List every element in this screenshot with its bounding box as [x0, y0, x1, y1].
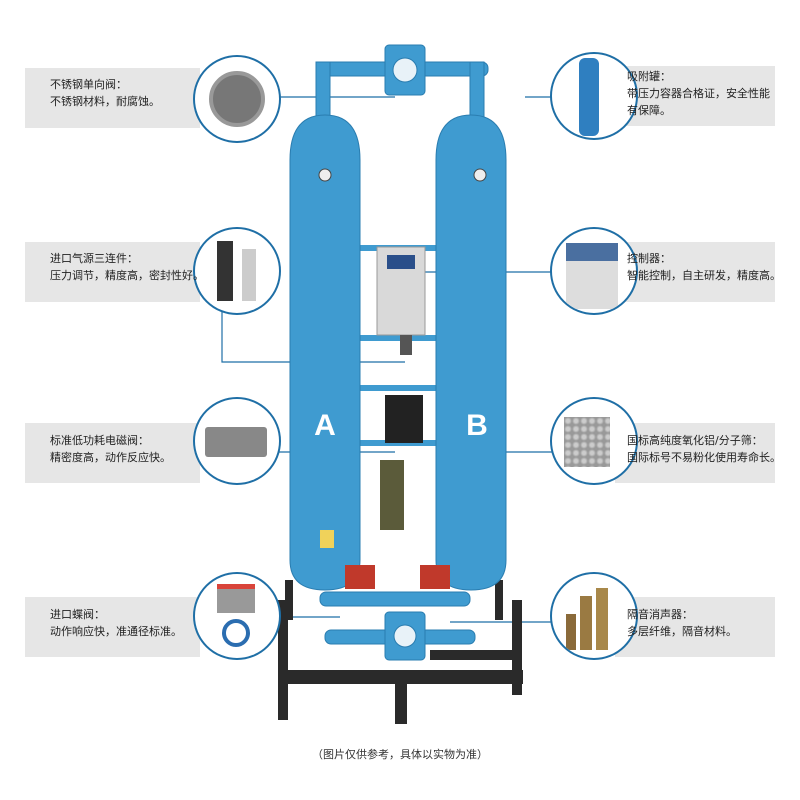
feature-desc: 精密度高，动作反应快。: [50, 451, 171, 464]
feature-band: [25, 597, 200, 657]
feature-title: 吸附罐：: [627, 70, 671, 83]
solenoid-valve-icon: [205, 427, 267, 457]
filter-regulator-thumbnail: [193, 227, 281, 315]
top-pipe: [315, 44, 489, 123]
tank-b: [435, 114, 507, 591]
connector-lines: [221, 96, 590, 623]
feature-muffler: 隔音消声器： 多层纤维，隔音材料。: [627, 606, 772, 640]
controller-thumbnail: [550, 227, 638, 315]
muffler: [380, 460, 404, 530]
muffler-icon: [566, 614, 576, 650]
butterfly-valve-actuator: [345, 565, 375, 589]
feature-title: 进口气源三连件：: [50, 252, 138, 265]
adsorption-tank-thumbnail: [550, 52, 638, 140]
feature-desc: 动作响应快，准通径标准。: [50, 625, 182, 638]
muffler-icon: [580, 596, 592, 650]
actuator-icon: [217, 584, 255, 613]
controller-icon: [566, 243, 618, 309]
feature-title: 不锈钢单向阀：: [50, 78, 127, 91]
feature-desc: 智能控制，自主研发，精度高。: [627, 269, 781, 282]
feature-controller: 控制器： 智能控制，自主研发，精度高。: [627, 250, 787, 284]
tank-a: [289, 114, 361, 591]
sieve-beads-icon: [564, 417, 610, 467]
feature-title: 国标高纯度氧化铝/分子筛：: [627, 434, 763, 447]
tank-label-a: A: [314, 409, 336, 442]
solenoid-valve-thumbnail: [193, 397, 281, 485]
feature-title: 控制器：: [627, 252, 671, 265]
regulator-icon: [217, 241, 233, 301]
check-valve-icon: [209, 71, 265, 127]
feature-band: [615, 242, 775, 302]
feature-band: [25, 68, 200, 128]
tank-icon: [579, 58, 599, 136]
feature-band: [615, 597, 775, 657]
check-valve-thumbnail: [193, 55, 281, 143]
muffler-icon: [596, 588, 608, 650]
tank-label-b: B: [466, 409, 488, 442]
filter-icon: [242, 249, 257, 301]
feature-desc: 多层纤维，隔音材料。: [627, 625, 737, 638]
muffler-thumbnail: [550, 572, 638, 660]
feature-band: [25, 423, 200, 483]
feature-band: [25, 242, 200, 302]
butterfly-valve-actuator: [420, 565, 450, 589]
feature-solenoid-valve: 标准低功耗电磁阀： 精密度高，动作反应快。: [50, 432, 171, 466]
feature-desc: 带压力容器合格证，安全性能有保障。: [627, 87, 770, 117]
feature-desc: 国际标号不易粉化使用寿命长。: [627, 451, 781, 464]
feature-title: 进口蝶阀：: [50, 608, 105, 621]
base-frame: [278, 580, 523, 724]
image-caption: （图片仅供参考，具体以实物为准）: [312, 748, 488, 761]
feature-desc: 压力调节，精度高，密封性好。: [50, 269, 204, 282]
feature-desc: 不锈钢材料，耐腐蚀。: [50, 95, 160, 108]
bottom-pipe: [319, 591, 476, 661]
feature-band: [615, 423, 775, 483]
feature-title: 隔音消声器：: [627, 608, 693, 621]
feature-title: 标准低功耗电磁阀：: [50, 434, 149, 447]
feature-check-valve: 不锈钢单向阀： 不锈钢材料，耐腐蚀。: [50, 76, 160, 110]
feature-adsorption-tank: 吸附罐： 带压力容器合格证，安全性能有保障。: [627, 68, 772, 119]
feature-butterfly-valve: 进口蝶阀： 动作响应快，准通径标准。: [50, 606, 182, 640]
feature-molecular-sieve: 国标高纯度氧化铝/分子筛： 国际标号不易粉化使用寿命长。: [627, 432, 792, 466]
solenoid-valve-block: [385, 395, 423, 443]
controller-box: [376, 246, 426, 355]
molecular-sieve-thumbnail: [550, 397, 638, 485]
feature-air-source-unit: 进口气源三连件： 压力调节，精度高，密封性好。: [50, 250, 204, 284]
butterfly-valve-thumbnail: [193, 572, 281, 660]
butterfly-valve-icon: [222, 619, 250, 647]
feature-band: [615, 66, 775, 126]
